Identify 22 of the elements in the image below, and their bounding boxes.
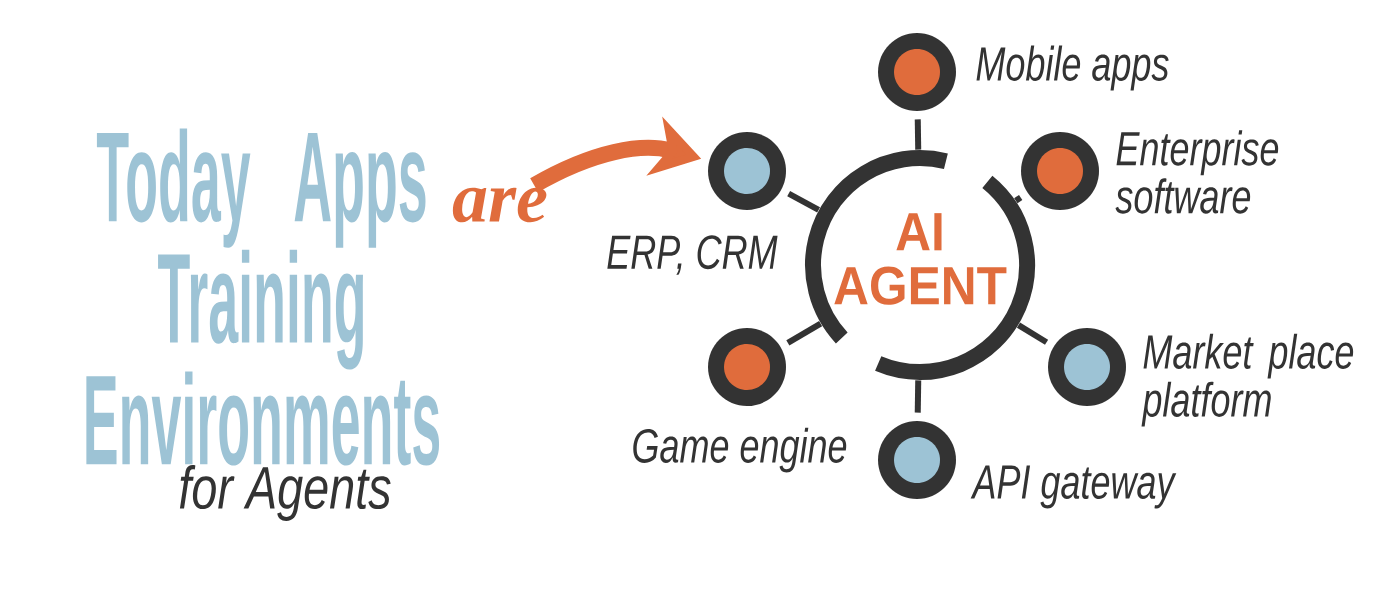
node-label: Market place platform	[1141, 333, 1354, 427]
hub-ring: AI AGENT	[805, 150, 1035, 380]
spoke-line	[914, 380, 922, 413]
spoke-line	[787, 191, 821, 213]
node-circle	[1048, 328, 1126, 406]
spoke-line	[914, 119, 922, 150]
spoke-line	[786, 321, 823, 346]
node-label: Game engine	[633, 427, 847, 473]
node-label: Mobile apps	[976, 45, 1169, 91]
subtitle: for Agents	[179, 465, 391, 521]
node-label: API gateway	[970, 465, 1177, 509]
spoke-line	[1016, 322, 1049, 345]
title: Today Apps Training Environments	[86, 128, 440, 466]
spoke-line	[1014, 194, 1023, 204]
node-circle	[878, 33, 956, 111]
node-label: Enterprise software	[1115, 130, 1279, 214]
node-label: ERP, CRM	[607, 235, 778, 275]
node-circle	[708, 328, 786, 406]
node-circle	[708, 132, 786, 210]
script-word: are	[452, 187, 547, 223]
node-circle	[878, 421, 956, 499]
node-circle	[1021, 132, 1099, 210]
